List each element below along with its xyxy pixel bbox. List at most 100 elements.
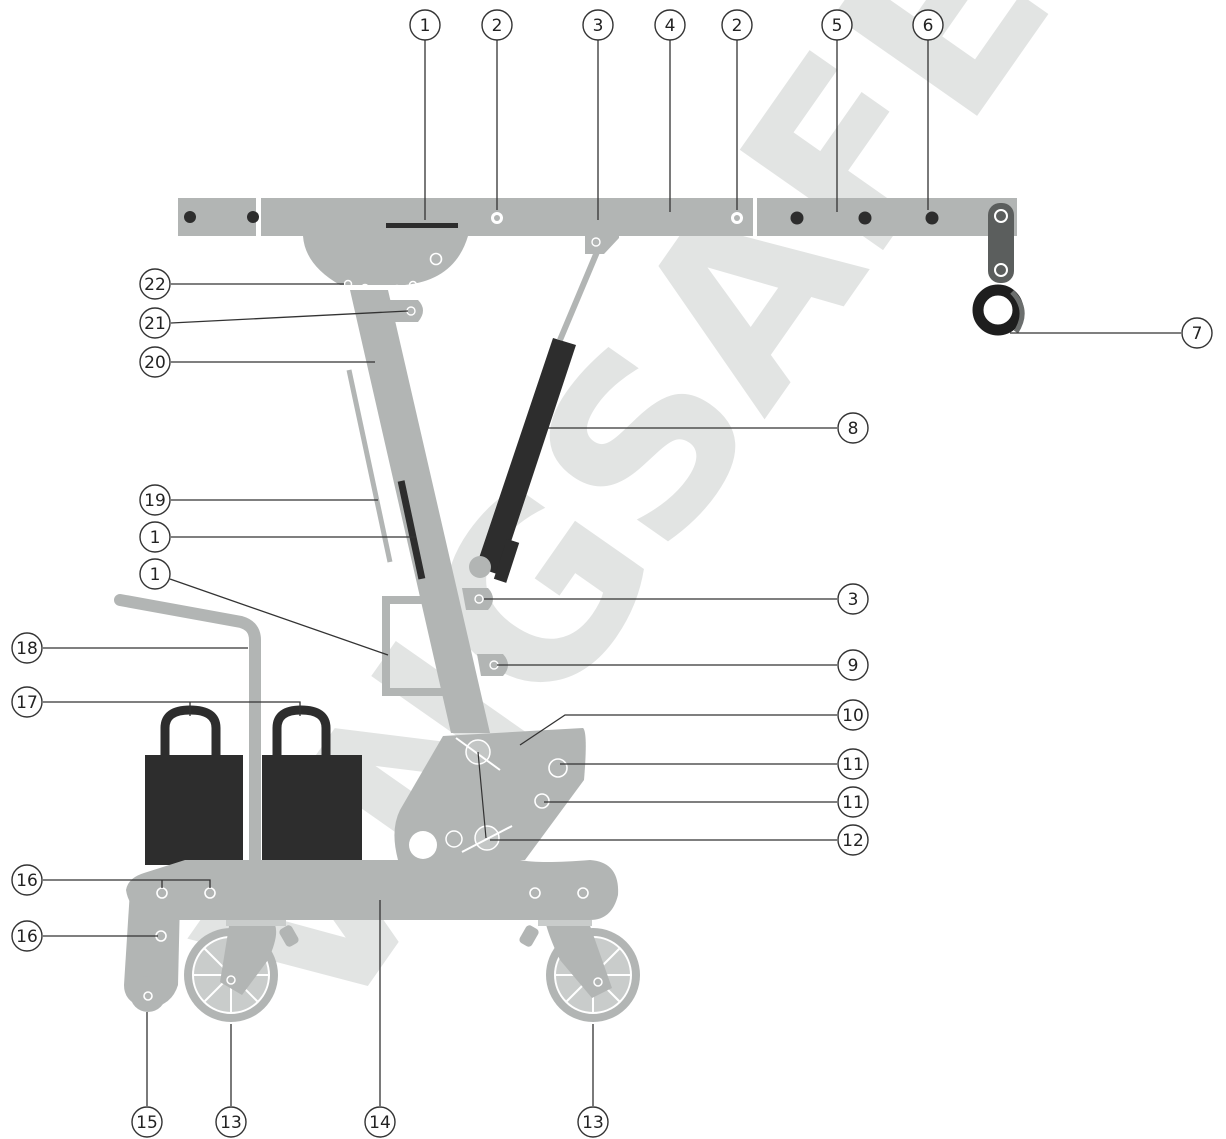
- callout-number: 3: [848, 590, 859, 610]
- callout-number: 2: [492, 16, 503, 36]
- callout-number: 5: [832, 16, 843, 36]
- callout-circle: [837, 649, 869, 681]
- callout-10: 10: [519, 699, 869, 746]
- callout-13: 13: [215, 1024, 247, 1138]
- callout-21: 21: [139, 307, 409, 339]
- hook-assembly: [972, 203, 1025, 336]
- callout-number: 12: [842, 831, 864, 851]
- callout-number: 21: [144, 314, 166, 334]
- callout-leader-line: [170, 310, 409, 324]
- callout-11: 11: [560, 748, 869, 780]
- mast: [346, 290, 508, 733]
- callout-1: 1: [409, 9, 441, 220]
- hydraulic-ram: [469, 250, 600, 583]
- callout-7: 7: [1010, 317, 1213, 349]
- callout-leader-line: [43, 701, 301, 716]
- callout-number: 6: [923, 16, 934, 36]
- callout-11: 11: [544, 786, 869, 818]
- callout-leader-line: [519, 714, 837, 746]
- callout-number: 3: [593, 16, 604, 36]
- callout-circle: [11, 686, 43, 718]
- callout-number: 10: [842, 706, 864, 726]
- callout-number: 18: [16, 639, 38, 659]
- callout-number: 16: [16, 927, 38, 947]
- callout-circle: [215, 1106, 247, 1138]
- callout-number: 11: [842, 755, 864, 775]
- callout-16: 16: [11, 920, 158, 952]
- callout-circle: [139, 307, 171, 339]
- callout-circle: [837, 748, 869, 780]
- callout-2: 2: [721, 9, 753, 210]
- callout-circle: [837, 824, 869, 856]
- callout-8: 8: [548, 412, 869, 444]
- callout-number: 16: [16, 871, 38, 891]
- callout-circle: [654, 9, 686, 41]
- callout-circle: [481, 9, 513, 41]
- push-handle: [114, 594, 261, 868]
- callout-circle: [139, 346, 171, 378]
- callout-number: 13: [582, 1113, 604, 1133]
- callout-number: 22: [144, 275, 166, 295]
- front-castor-wheel: [184, 920, 299, 1022]
- callout-circle: [837, 412, 869, 444]
- callout-3: 3: [484, 583, 869, 615]
- callout-13: 13: [577, 1024, 609, 1138]
- callout-circle: [837, 786, 869, 818]
- callout-19: 19: [139, 484, 378, 516]
- callout-leader-line: [43, 879, 211, 888]
- callout-circle: [364, 1106, 396, 1138]
- callout-9: 9: [497, 649, 869, 681]
- callout-circle: [139, 558, 171, 590]
- callout-circle: [821, 9, 853, 41]
- callout-number: 1: [150, 528, 161, 548]
- callout-1: 1: [139, 521, 416, 553]
- callout-number: 1: [420, 16, 431, 36]
- callout-circle: [837, 583, 869, 615]
- callout-circle: [912, 9, 944, 41]
- callout-3: 3: [582, 9, 614, 220]
- callout-circle: [139, 484, 171, 516]
- callout-number: 1: [150, 565, 161, 585]
- callout-number: 19: [144, 491, 166, 511]
- callout-number: 4: [665, 16, 676, 36]
- callout-number: 14: [369, 1113, 391, 1133]
- callout-leader-line: [169, 578, 389, 656]
- callout-number: 15: [136, 1113, 158, 1133]
- rear-castor-wheel: [519, 920, 640, 1022]
- callout-number: 9: [848, 656, 859, 676]
- callout-circle: [577, 1106, 609, 1138]
- callout-circle: [131, 1106, 163, 1138]
- callout-circle: [139, 521, 171, 553]
- callout-2: 2: [481, 9, 513, 210]
- callout-12: 12: [490, 824, 869, 856]
- callout-15: 15: [131, 1012, 163, 1138]
- callout-6: 6: [912, 9, 944, 210]
- callout-5: 5: [821, 9, 853, 212]
- callout-1: 1: [139, 558, 389, 656]
- callout-circle: [837, 699, 869, 731]
- boom: [178, 198, 1017, 295]
- callout-circle: [11, 632, 43, 664]
- callout-circle: [582, 9, 614, 41]
- callout-circle: [11, 920, 43, 952]
- callout-circle: [409, 9, 441, 41]
- callout-circle: [721, 9, 753, 41]
- callout-number: 8: [848, 419, 859, 439]
- callout-number: 2: [732, 16, 743, 36]
- callout-4: 4: [654, 9, 686, 212]
- callout-circle: [11, 864, 43, 896]
- callout-number: 11: [842, 793, 864, 813]
- callout-14: 14: [364, 900, 396, 1138]
- callout-16: 16: [11, 864, 211, 896]
- mast-base-plate: [394, 728, 586, 860]
- callout-circle: [139, 268, 171, 300]
- callout-18: 18: [11, 632, 248, 664]
- chassis: [124, 860, 619, 1012]
- callout-number: 13: [220, 1113, 242, 1133]
- callout-number: 20: [144, 353, 166, 373]
- callout-circle: [1181, 317, 1213, 349]
- callout-17: 17: [11, 686, 301, 718]
- callout-number: 7: [1192, 324, 1203, 344]
